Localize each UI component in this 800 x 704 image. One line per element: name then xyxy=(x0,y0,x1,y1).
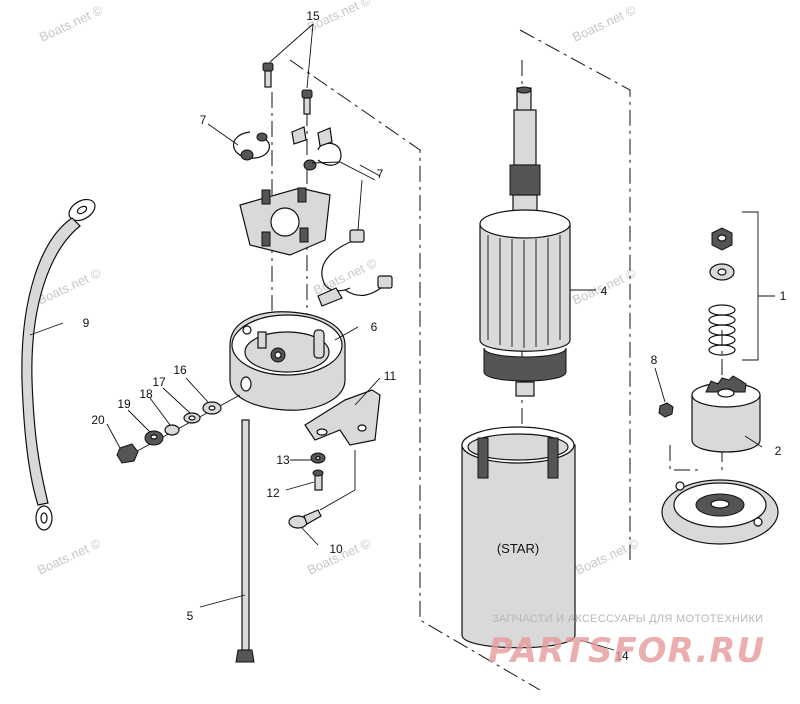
battery-cable xyxy=(21,198,96,531)
callout-13: 13 xyxy=(276,453,290,467)
callout-15: 15 xyxy=(306,9,320,23)
pinion-drive xyxy=(691,375,761,453)
brand-watermark: ЗАПЧАСТИ И АКСЕССУАРЫ ДЛЯ МОТОТЕХНИКИ PA… xyxy=(488,613,765,671)
motor-frame-housing: (STAR) xyxy=(461,426,576,649)
watermark: Boats.net © xyxy=(311,255,379,298)
brush-lead-wire xyxy=(317,164,393,307)
callout-18: 18 xyxy=(139,387,153,401)
mounting-bracket xyxy=(288,389,381,529)
brush-plate xyxy=(239,187,331,256)
callout-7: 7 xyxy=(200,113,207,127)
callout-5: 5 xyxy=(187,609,194,623)
brand-tagline: ЗАПЧАСТИ И АКСЕССУАРЫ ДЛЯ МОТОТЕХНИКИ xyxy=(492,613,763,625)
callout-16: 16 xyxy=(173,363,187,377)
callout-7: 7 xyxy=(377,167,384,181)
callout-10: 10 xyxy=(329,542,343,556)
callout-19: 19 xyxy=(117,397,131,411)
callout-14: 14 xyxy=(615,649,629,663)
watermark: Boats.net © xyxy=(37,2,105,45)
through-bolt xyxy=(235,419,255,663)
callout-6: 6 xyxy=(371,320,378,334)
callout-17: 17 xyxy=(152,375,166,389)
drive-nut xyxy=(658,402,674,418)
drive-assembly-stack xyxy=(708,227,736,356)
housing-label: (STAR) xyxy=(497,541,539,556)
watermark: Boats.net © xyxy=(570,2,638,45)
leader-lines xyxy=(29,23,775,651)
armature xyxy=(479,86,571,397)
brush-plate-screws xyxy=(262,62,313,115)
callout-4: 4 xyxy=(601,284,608,298)
callout-numbers: 15 7 7 9 6 11 4 1 8 2 16 17 18 19 20 13 … xyxy=(83,9,787,663)
commutator-end-cap xyxy=(229,311,346,411)
callout-1: 1 xyxy=(780,289,787,303)
watermark: Boats.net © xyxy=(573,535,641,578)
watermark: Boats.net © xyxy=(35,535,103,578)
callout-9: 9 xyxy=(83,316,90,330)
callout-11: 11 xyxy=(384,369,397,383)
brand-name: PARTSFOR.RU xyxy=(488,631,765,671)
terminal-hardware xyxy=(116,394,241,464)
callout-2: 2 xyxy=(775,444,782,458)
drive-end-head xyxy=(661,479,779,545)
callout-8: 8 xyxy=(651,353,658,367)
callout-20: 20 xyxy=(91,413,105,427)
callout-12: 12 xyxy=(266,486,280,500)
brush-springs xyxy=(232,126,342,171)
